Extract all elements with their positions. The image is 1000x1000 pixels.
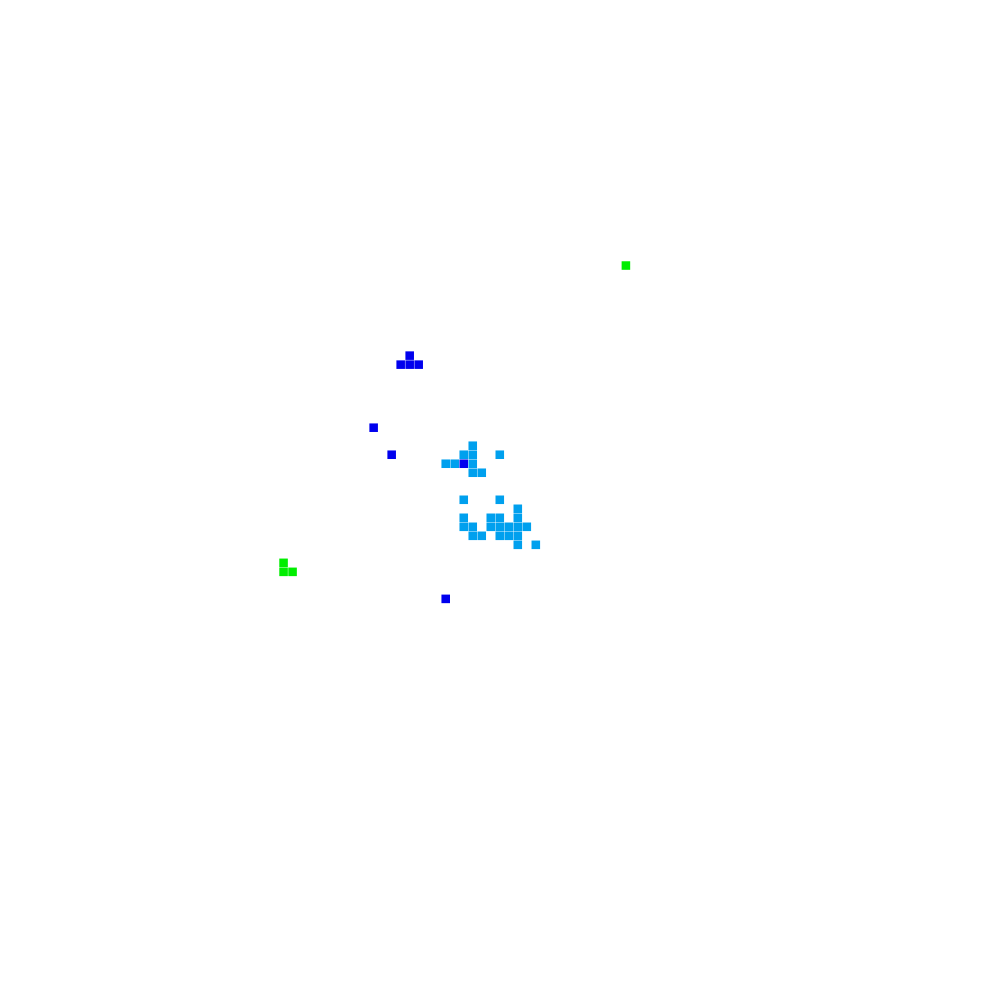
green-pixel [279, 567, 288, 577]
green-cluster-top-right [621, 261, 631, 270]
sky-pixel [441, 459, 450, 469]
sky-pixel [531, 540, 541, 550]
sky-pixel [495, 450, 505, 460]
sky-pixel [495, 495, 505, 505]
green-pixel [288, 567, 297, 577]
sky-pixel [468, 441, 478, 450]
blue-pixel [414, 360, 423, 369]
sky-pixel [468, 522, 478, 532]
sky-pixel [504, 522, 514, 532]
sky-pixel [477, 531, 487, 541]
sky-cluster-lower [459, 495, 541, 550]
blue-pixel [369, 423, 378, 432]
green-pixel [621, 261, 631, 270]
sky-pixel [513, 531, 523, 541]
blue-pixel [387, 450, 396, 460]
sky-pixel [468, 450, 478, 460]
sky-pixel [513, 540, 523, 550]
blue-cluster-center [459, 459, 469, 469]
blue-pixel [459, 459, 469, 469]
sky-pixel [477, 468, 487, 478]
sky-pixel [486, 513, 496, 523]
sky-pixel [459, 450, 469, 460]
sky-pixel [495, 513, 505, 523]
sky-cluster-upper [441, 441, 505, 478]
blue-pixel [396, 360, 405, 369]
blue-cluster-top [396, 351, 423, 369]
blue-pixel [441, 594, 450, 604]
sky-pixel [513, 522, 523, 532]
sky-pixel [468, 468, 478, 478]
blue-pixel [405, 360, 414, 369]
sky-pixel [495, 522, 505, 532]
blue-cluster-isolated [369, 423, 450, 604]
sky-pixel [486, 522, 496, 532]
sky-pixel [459, 522, 469, 532]
sky-pixel [468, 531, 478, 541]
sky-pixel [495, 531, 505, 541]
green-pixel [279, 558, 288, 568]
sky-pixel [513, 513, 523, 523]
sky-pixel [504, 531, 514, 541]
sky-pixel [522, 522, 532, 532]
sky-pixel [513, 504, 523, 514]
sky-pixel [450, 459, 460, 469]
green-cluster-left [279, 558, 297, 577]
sky-pixel [459, 495, 469, 505]
sky-pixel [459, 513, 469, 523]
sky-pixel [468, 459, 478, 469]
blue-pixel [405, 351, 414, 360]
